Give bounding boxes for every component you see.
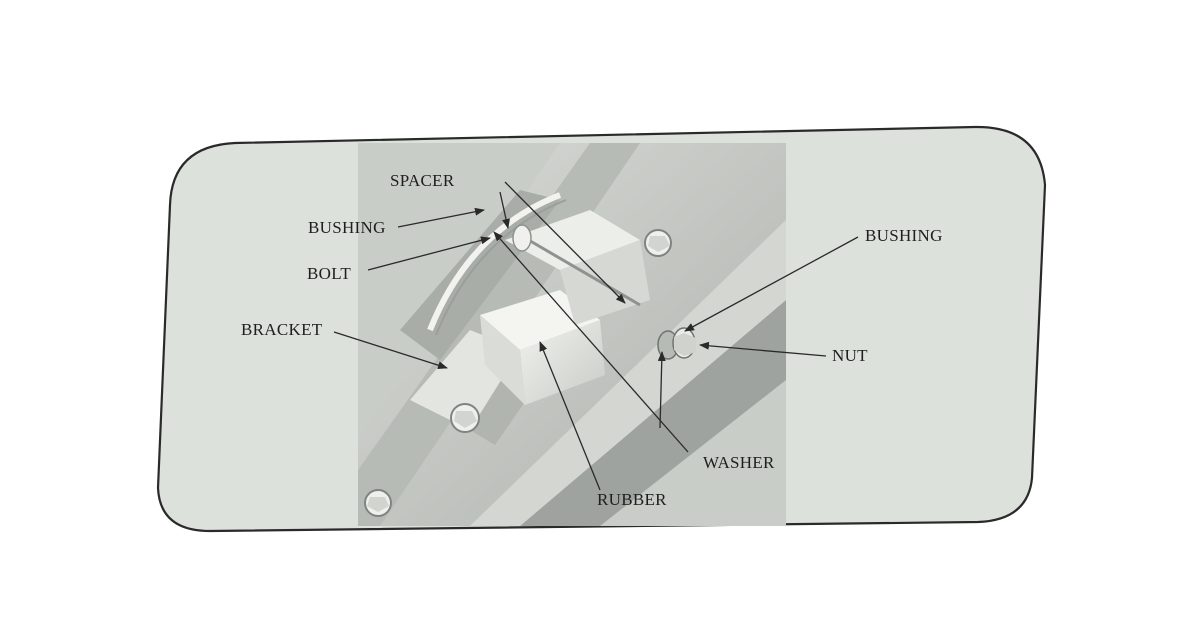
leader-bracket xyxy=(333,331,448,370)
label-washer: WASHER xyxy=(703,453,775,472)
leader-washer-2 xyxy=(657,351,666,429)
leader-spacer xyxy=(504,181,626,304)
leader-rubber xyxy=(539,341,601,491)
leader-bushing-left xyxy=(397,207,485,228)
label-bracket: BRACKET xyxy=(241,320,323,339)
label-nut: NUT xyxy=(832,346,868,365)
leader-nut xyxy=(699,341,827,357)
label-bushing-right: BUSHING xyxy=(865,226,943,245)
leader-washer xyxy=(493,231,689,453)
label-spacer: SPACER xyxy=(390,171,455,190)
label-bolt: BOLT xyxy=(307,264,352,283)
leader-lines xyxy=(333,181,859,491)
label-rubber: RUBBER xyxy=(597,490,667,509)
leader-spacer-2 xyxy=(499,191,510,229)
leader-bolt xyxy=(367,236,491,271)
leader-bushing-right xyxy=(684,236,859,332)
assembly-render xyxy=(358,143,786,526)
label-bushing-left: BUSHING xyxy=(308,218,386,237)
